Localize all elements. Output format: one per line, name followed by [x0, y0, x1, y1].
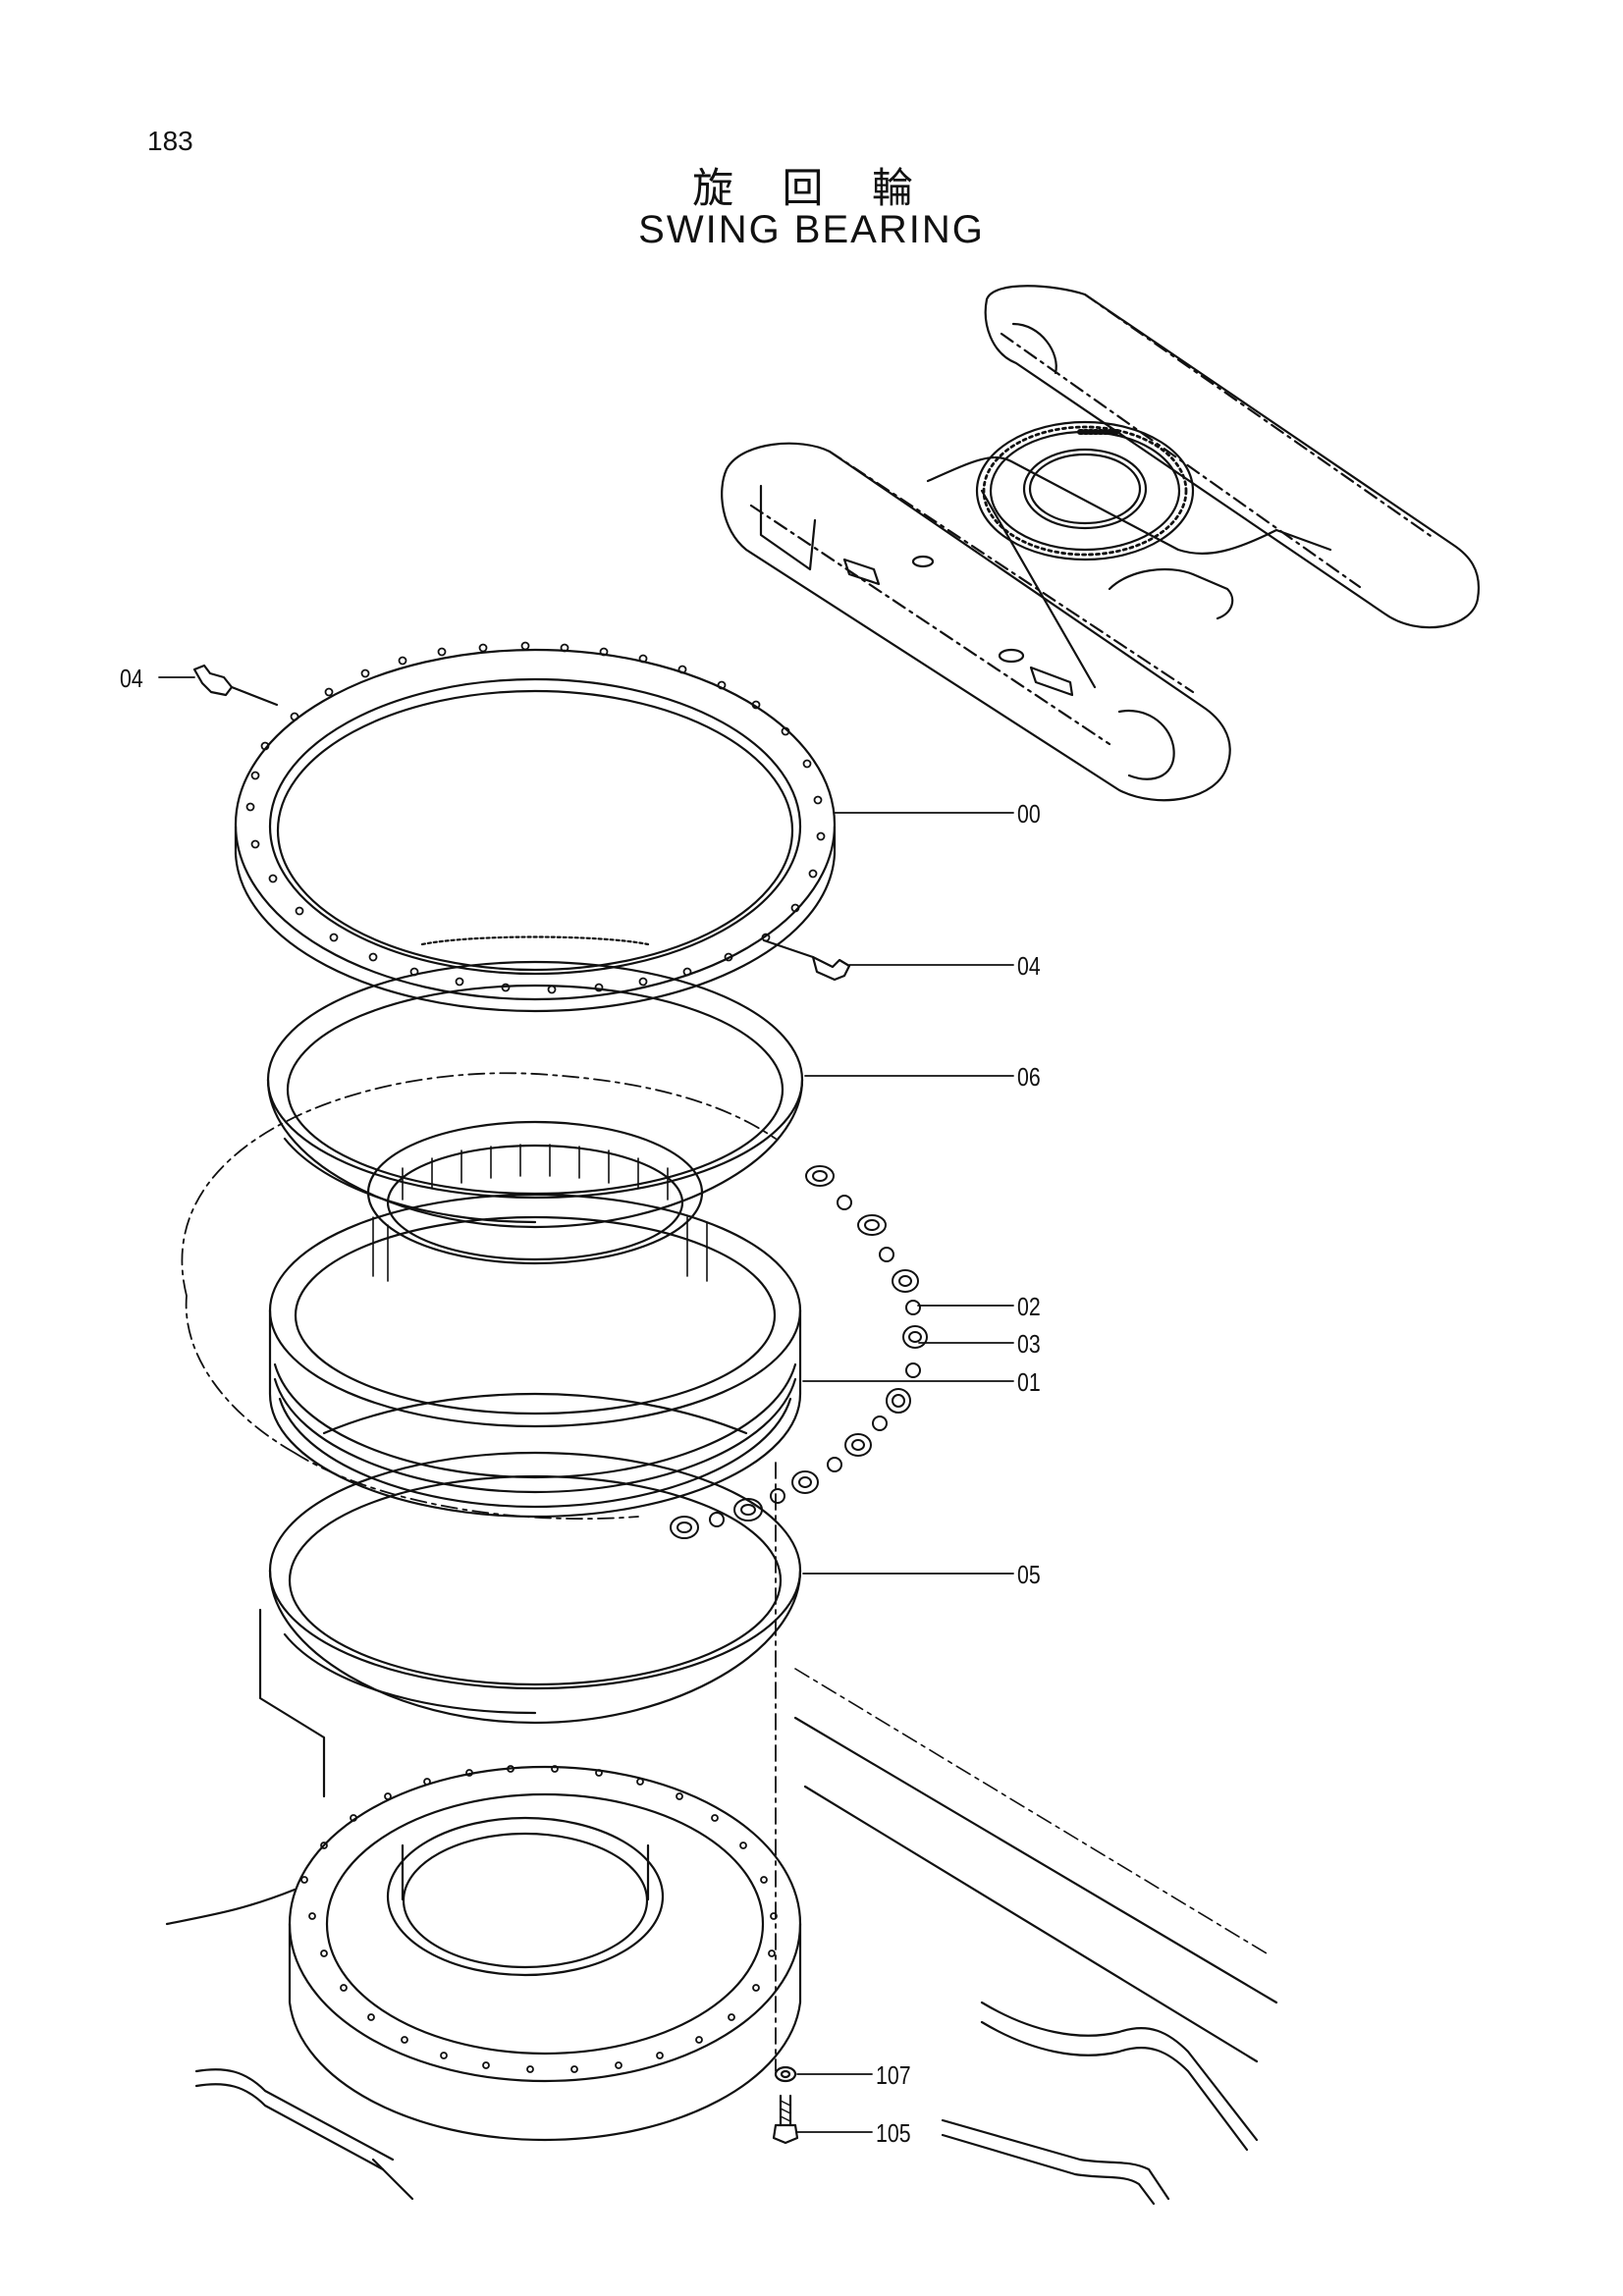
callout-00: 00: [1017, 799, 1041, 828]
balls-and-spacers-parts-02-03: [670, 1165, 928, 1539]
callout-03: 03: [1017, 1329, 1041, 1359]
grease-fitting-04-top: [192, 664, 279, 707]
callout-05: 05: [1017, 1560, 1041, 1589]
callout-02: 02: [1017, 1292, 1041, 1321]
callout-01: 01: [1017, 1367, 1041, 1397]
inner-race-part-01: [268, 1120, 802, 1519]
washer-part-107: [774, 2065, 797, 2083]
callout-04-right: 04: [1017, 951, 1041, 981]
callout-04-top: 04: [120, 664, 143, 693]
callout-06: 06: [1017, 1062, 1041, 1092]
callout-105: 105: [876, 2118, 911, 2148]
grease-fitting-04-right: [762, 938, 851, 982]
seal-part-06: [266, 960, 804, 1229]
title-english: SWING BEARING: [638, 208, 985, 251]
leader-lines: [158, 676, 1014, 2133]
page-number: 183: [147, 126, 193, 156]
seal-part-05: [268, 1451, 802, 1725]
callout-107: 107: [876, 2060, 911, 2090]
outer-ring-part-00: [234, 641, 837, 1013]
bolt-part-105: [772, 2094, 799, 2145]
title-japanese: 旋 回 輪: [692, 164, 931, 212]
revolving-frame-illustration: [165, 1608, 1278, 2206]
undercarriage-illustration: [721, 285, 1481, 802]
